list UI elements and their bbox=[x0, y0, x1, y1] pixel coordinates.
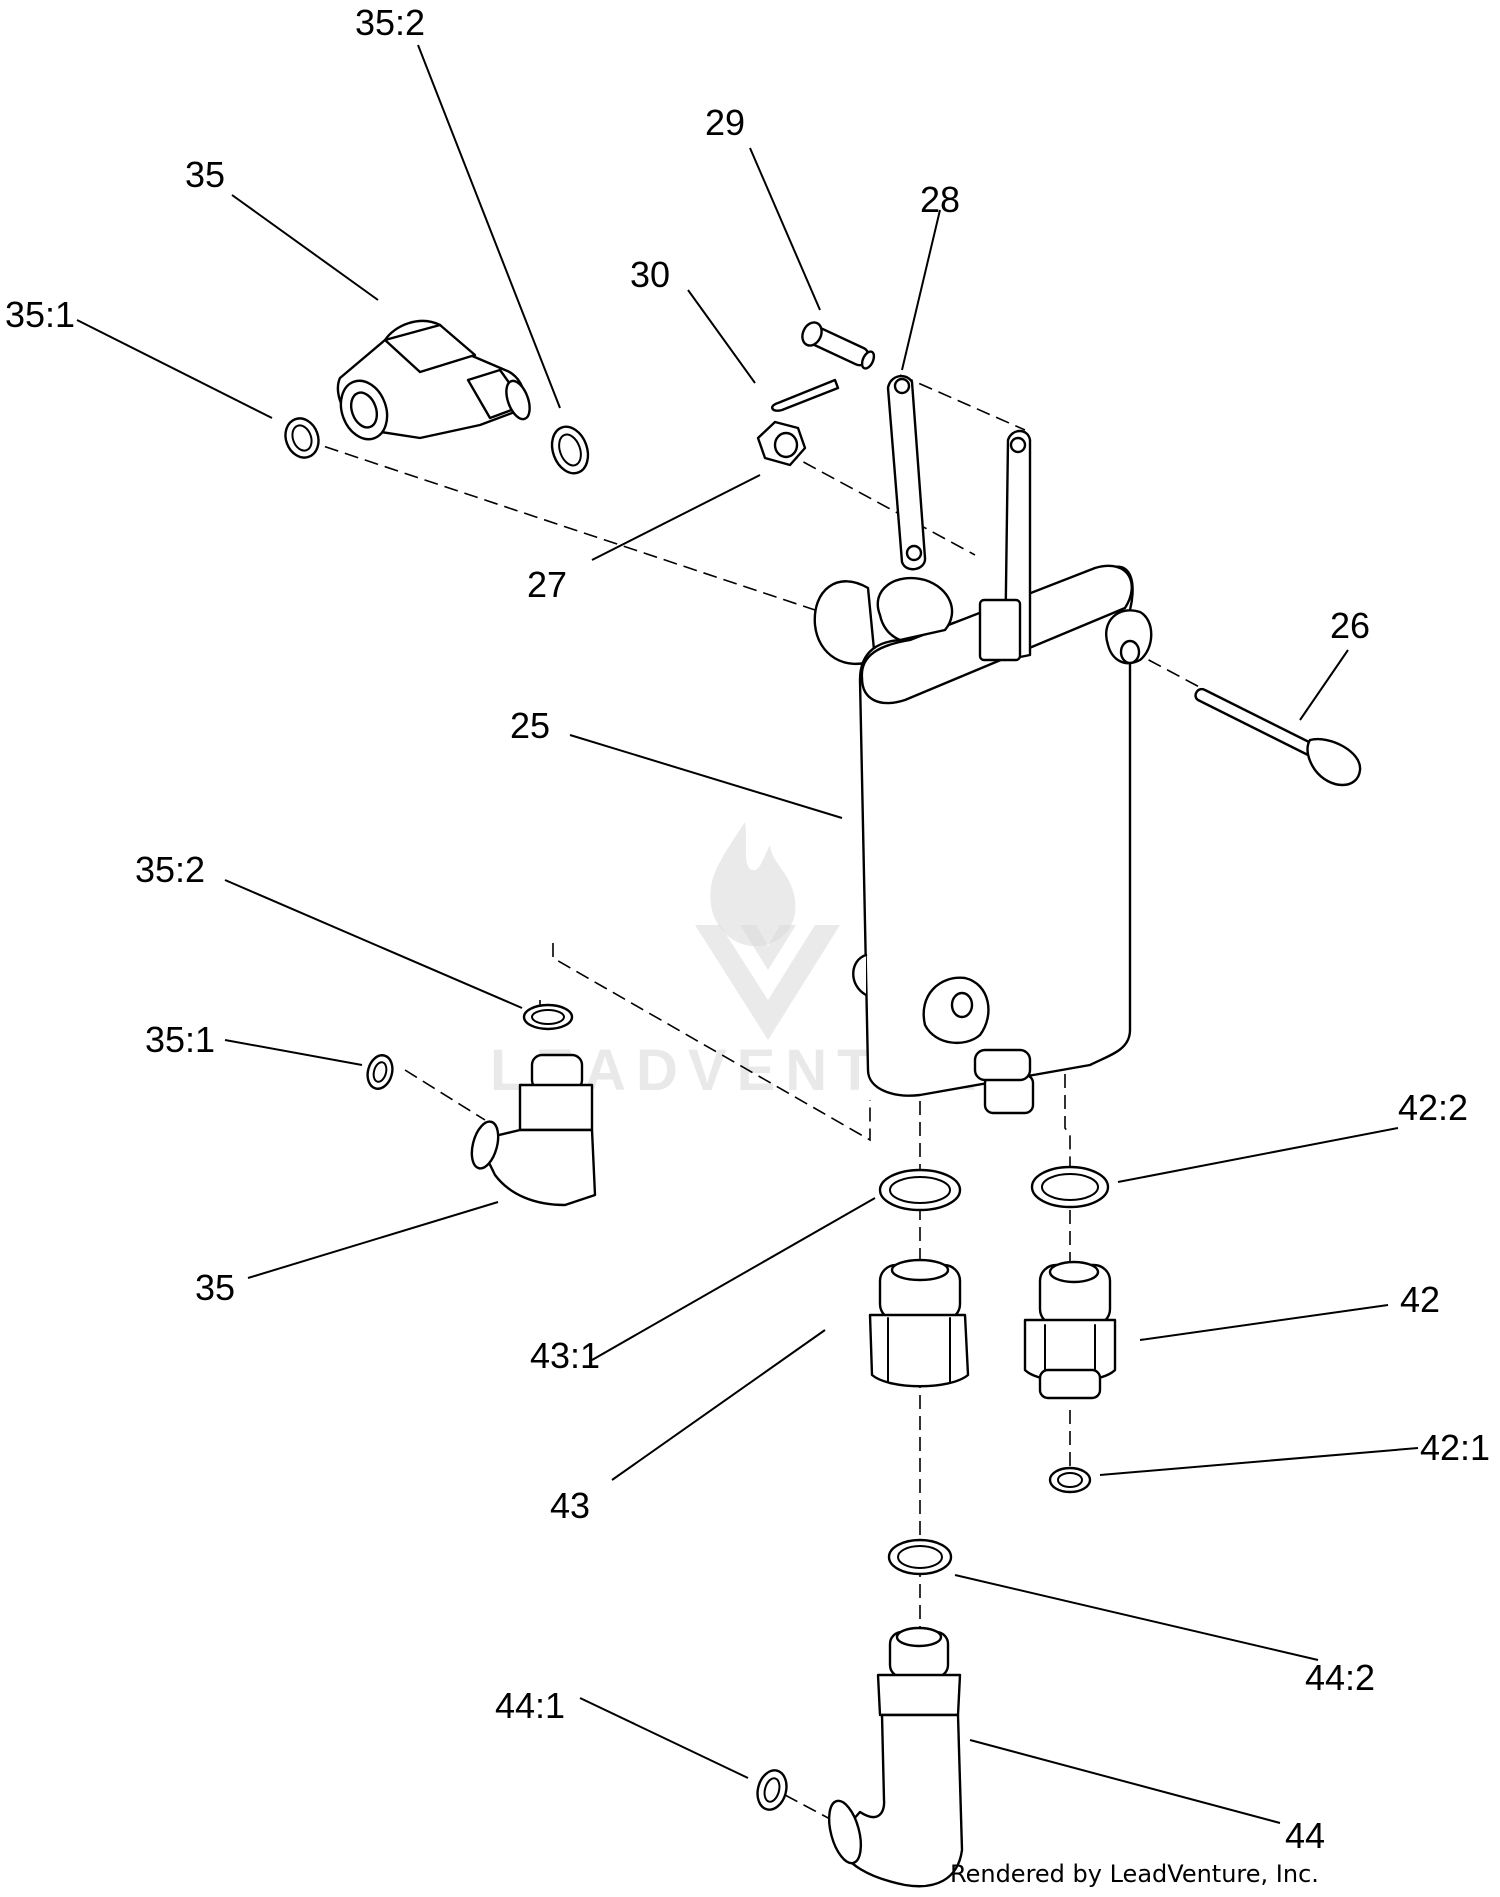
nut-27[interactable] bbox=[756, 420, 807, 467]
callout-44-2: 44:2 bbox=[1305, 1657, 1375, 1698]
callout-42: 42 bbox=[1400, 1279, 1440, 1320]
callout-27: 27 bbox=[527, 564, 567, 605]
o-ring-35-1-top[interactable] bbox=[280, 414, 324, 463]
callout-29: 29 bbox=[705, 102, 745, 143]
link-plate-28[interactable] bbox=[886, 374, 1032, 662]
pin-26[interactable] bbox=[1194, 687, 1362, 787]
callout-35-2-mid: 35:2 bbox=[135, 849, 205, 890]
clevis-pin-29[interactable] bbox=[799, 319, 877, 370]
elbow-fitting-44[interactable] bbox=[823, 1626, 964, 1888]
o-ring-35-2-mid-inner bbox=[531, 1009, 565, 1025]
o-ring-42-1-inner bbox=[1057, 1472, 1083, 1488]
callout-44-1: 44:1 bbox=[495, 1685, 565, 1726]
o-ring-44-1-inner bbox=[763, 1777, 781, 1803]
callout-35-top: 35 bbox=[185, 154, 225, 195]
leader-lines bbox=[76, 44, 1419, 1824]
o-ring-35-2-mid[interactable] bbox=[522, 1003, 574, 1031]
callout-26: 26 bbox=[1330, 605, 1370, 646]
o-ring-43-1-inner bbox=[889, 1176, 951, 1204]
callout-30: 30 bbox=[630, 254, 670, 295]
fitting-43[interactable] bbox=[868, 1258, 970, 1388]
o-ring-35-2-top-inner bbox=[558, 433, 582, 467]
callout-28: 28 bbox=[920, 179, 960, 220]
cotter-pin-30[interactable] bbox=[771, 378, 840, 412]
callout-43-1: 43:1 bbox=[530, 1335, 600, 1376]
fitting-42[interactable] bbox=[1023, 1260, 1117, 1400]
callout-43: 43 bbox=[550, 1485, 590, 1526]
o-ring-44-1[interactable] bbox=[753, 1767, 790, 1813]
render-credit: Rendered by LeadVenture, Inc. bbox=[950, 1860, 1319, 1888]
o-ring-35-1-top-inner bbox=[291, 424, 313, 452]
elbow-fitting-35-mid[interactable] bbox=[467, 1053, 597, 1207]
callout-labels: 35:2 35 35:1 29 28 30 27 26 25 35:2 35:1… bbox=[5, 2, 1490, 1856]
callout-25: 25 bbox=[510, 705, 550, 746]
o-ring-35-1-mid[interactable] bbox=[364, 1052, 396, 1091]
callout-42-2: 42:2 bbox=[1398, 1087, 1468, 1128]
elbow-fitting-35-top[interactable] bbox=[333, 319, 534, 446]
callout-35-2-top: 35:2 bbox=[355, 2, 425, 43]
o-ring-35-2-top[interactable] bbox=[546, 422, 594, 479]
o-ring-42-1[interactable] bbox=[1048, 1466, 1092, 1494]
o-ring-44-2-inner bbox=[897, 1545, 943, 1569]
callout-44: 44 bbox=[1285, 1815, 1325, 1856]
o-ring-35-1-mid-inner bbox=[372, 1061, 388, 1083]
callout-35-mid: 35 bbox=[195, 1267, 235, 1308]
callout-42-1: 42:1 bbox=[1420, 1427, 1490, 1468]
callout-35-1-mid: 35:1 bbox=[145, 1019, 215, 1060]
o-ring-42-2-inner bbox=[1041, 1173, 1099, 1201]
callout-35-1-top: 35:1 bbox=[5, 294, 75, 335]
